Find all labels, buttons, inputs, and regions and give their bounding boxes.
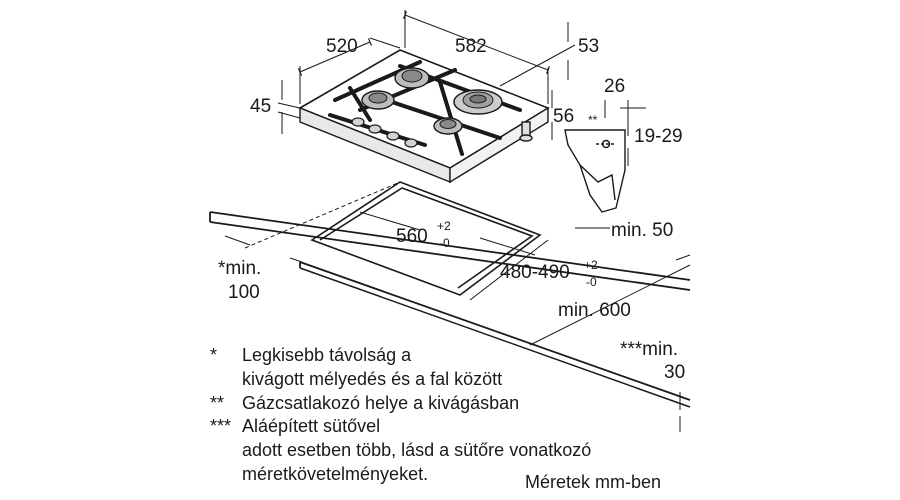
cutout bbox=[310, 181, 542, 296]
burner-back-right bbox=[453, 89, 503, 115]
note-3-mark: *** bbox=[210, 416, 232, 436]
dim-560-tol-plus: +2 bbox=[437, 219, 451, 233]
burner-back-left bbox=[394, 67, 430, 89]
dim-560: 560 bbox=[396, 226, 428, 247]
dim-56: 56 bbox=[553, 106, 574, 127]
dim-min-100-value: 100 bbox=[228, 282, 260, 303]
gas-connector bbox=[519, 121, 533, 142]
dim-min-30-value: 30 bbox=[664, 362, 685, 383]
dim-26: 26 bbox=[604, 76, 625, 97]
note-1-line-1: Legkisebb távolság a bbox=[242, 345, 412, 365]
note-3-line-3: méretkövetelményeket. bbox=[242, 464, 429, 484]
burner-front-right bbox=[433, 117, 463, 135]
note-3: *** Aláépített sütővel bbox=[210, 416, 380, 436]
dim-19-29: 19-29 bbox=[634, 126, 683, 147]
dim-min-30-label: ***min. bbox=[620, 339, 678, 360]
dim-480-490: 480-490 bbox=[500, 262, 570, 283]
dim-min-600: min. 600 bbox=[558, 300, 631, 321]
dim-480-tol-plus: +2 bbox=[584, 258, 598, 272]
worktop bbox=[209, 211, 691, 401]
front-edge bbox=[299, 267, 691, 408]
note-3-line-1: Aláépített sütővel bbox=[242, 416, 381, 436]
burner-front-left bbox=[361, 90, 395, 110]
dim-480-tol-minus: -0 bbox=[586, 275, 597, 289]
side-profile bbox=[564, 129, 626, 213]
note-1-mark: * bbox=[210, 345, 218, 365]
dim-min-50: min. 50 bbox=[611, 220, 673, 241]
gas-marker: ** bbox=[588, 113, 598, 127]
wall-reference-dashed bbox=[244, 181, 401, 249]
note-1-line-2: kivágott mélyedés és a fal között bbox=[242, 369, 503, 389]
dim-560-tol-minus: -0 bbox=[439, 236, 450, 250]
dim-53: 53 bbox=[578, 36, 599, 57]
note-2-line-1: Gázcsatlakozó helye a kivágásban bbox=[242, 393, 520, 413]
hob bbox=[298, 49, 550, 184]
note-1: * Legkisebb távolság a bbox=[210, 345, 411, 365]
note-2-mark: ** bbox=[210, 393, 225, 413]
dim-582: 582 bbox=[455, 36, 487, 57]
dimension-lines bbox=[224, 10, 691, 432]
note-2: ** Gázcsatlakozó helye a kivágásban bbox=[210, 393, 519, 413]
dim-520: 520 bbox=[326, 36, 358, 57]
dim-45: 45 bbox=[250, 96, 271, 117]
note-3-line-2: adott esetben több, lásd a sütőre vonatk… bbox=[242, 440, 592, 460]
dim-min-100-label: *min. bbox=[218, 258, 261, 279]
control-knobs bbox=[351, 117, 418, 148]
units-label: Méretek mm-ben bbox=[525, 472, 662, 492]
